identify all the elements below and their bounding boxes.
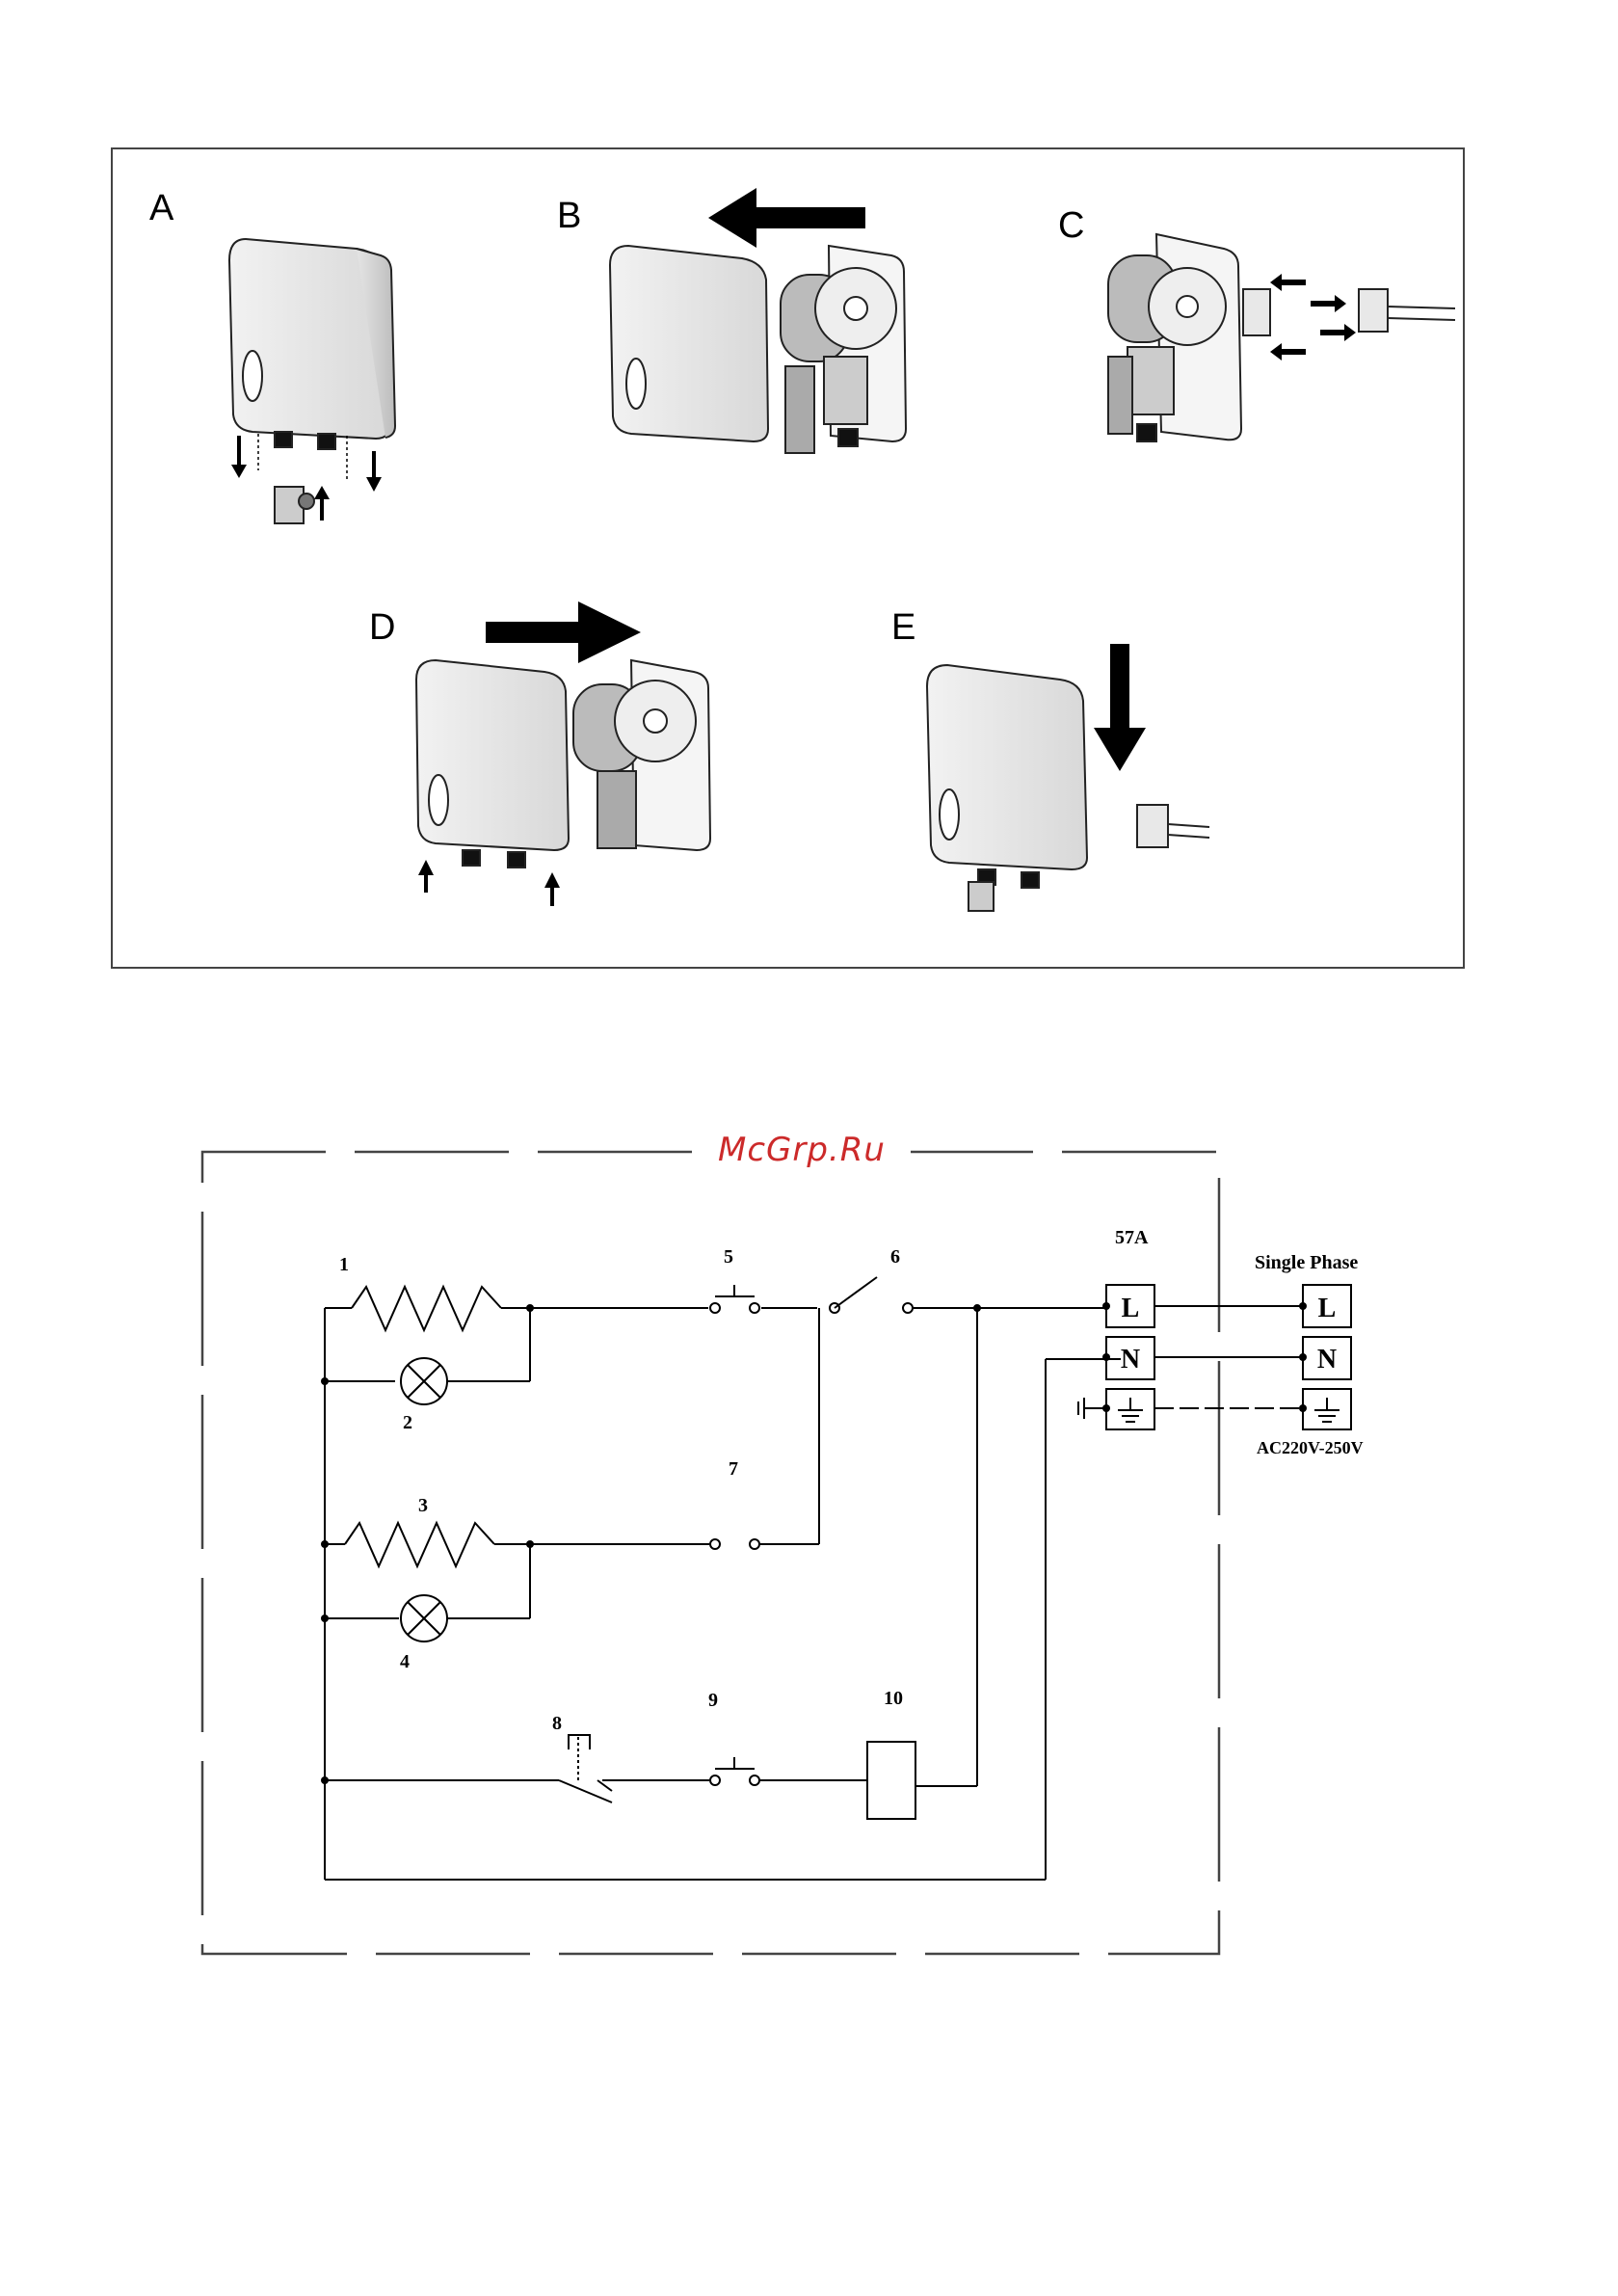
heating-element-1	[352, 1287, 501, 1330]
step-d-interior	[573, 660, 710, 850]
supply-label-l: L	[1318, 1294, 1337, 1323]
step-d-screw-arrows	[418, 860, 560, 906]
label-3: 3	[418, 1495, 428, 1516]
supply-label-n: N	[1317, 1345, 1337, 1375]
wiring-diagram: 1 2 3 4 5 6 7 8 9 10 57A Single Phase AC…	[0, 983, 1618, 2296]
breaker-rating: 57A	[1115, 1227, 1149, 1248]
label-7: 7	[729, 1458, 738, 1480]
terminal-label-n: N	[1121, 1345, 1140, 1375]
step-b-interior	[781, 246, 906, 453]
switch-9	[710, 1775, 720, 1785]
step-b-cover	[610, 246, 768, 441]
terminal-label-l: L	[1122, 1294, 1140, 1323]
label-4: 4	[400, 1651, 410, 1672]
step-d-arrow	[486, 601, 641, 663]
label-5: 5	[724, 1246, 733, 1268]
switch-7	[710, 1539, 720, 1549]
step-c-interior	[1108, 234, 1241, 441]
step-e-heater	[927, 665, 1087, 911]
step-e-terminal	[1137, 805, 1209, 847]
switch-5	[710, 1303, 720, 1313]
label-1: 1	[339, 1254, 349, 1275]
label-9: 9	[708, 1690, 718, 1711]
label-2: 2	[403, 1412, 412, 1433]
label-6: 6	[890, 1246, 900, 1268]
installation-illustrations	[0, 0, 1618, 983]
component-10	[867, 1742, 915, 1819]
heating-element-3	[345, 1523, 494, 1566]
label-8: 8	[552, 1713, 562, 1734]
label-10: 10	[884, 1688, 903, 1709]
step-d-cover	[416, 660, 569, 868]
supply-title: Single Phase	[1255, 1252, 1358, 1273]
thermostat-8	[559, 1780, 612, 1802]
enclosure-frame	[202, 1152, 1219, 1954]
supply-voltage: AC220V-250V	[1257, 1438, 1364, 1457]
step-c-arrows	[1270, 274, 1356, 360]
step-b-arrow	[708, 188, 865, 248]
step-e-arrow	[1094, 644, 1146, 771]
